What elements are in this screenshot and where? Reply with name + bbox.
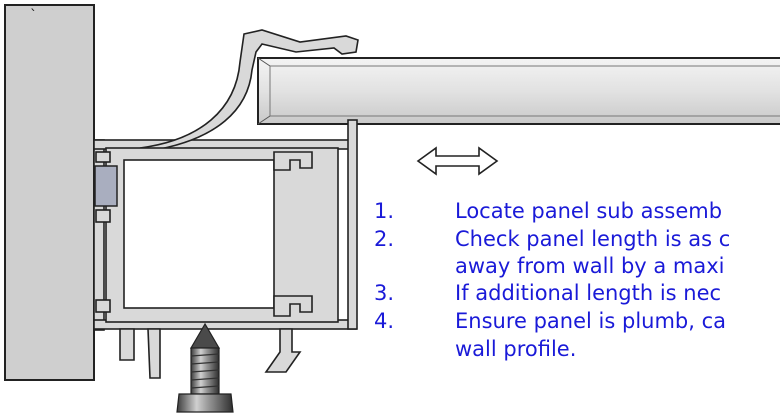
inner-box-profile bbox=[95, 147, 339, 323]
wall-channel-profile bbox=[93, 29, 359, 379]
gasket bbox=[94, 165, 118, 207]
wall bbox=[4, 4, 95, 381]
panel-bar bbox=[257, 57, 780, 125]
wall-mark: ` bbox=[30, 8, 37, 24]
screw-icon bbox=[176, 322, 234, 413]
double-arrow-icon bbox=[416, 146, 499, 176]
